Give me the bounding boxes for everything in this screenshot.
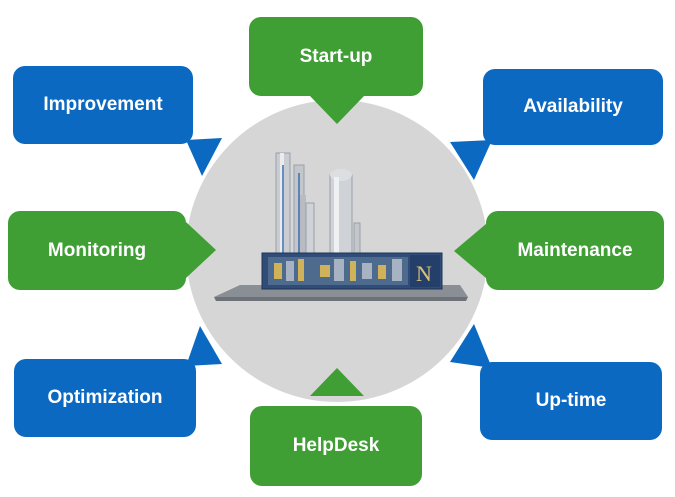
node-maintenance-label: Maintenance: [517, 239, 633, 261]
node-monitoring-label: Monitoring: [47, 239, 147, 261]
industrial-plant-illustration: N: [214, 152, 468, 301]
node-startup-label: Start-up: [299, 45, 373, 67]
node-optimization: Optimization: [14, 359, 196, 437]
node-maintenance: Maintenance: [486, 211, 664, 290]
node-uptime: Up-time: [480, 362, 662, 440]
node-startup: Start-up: [249, 17, 423, 96]
arrow-helpdesk: [310, 368, 364, 396]
arrow-startup: [310, 96, 364, 124]
arrow-optimization: [186, 326, 222, 366]
arrow-improvement: [186, 138, 222, 176]
arrow-availability: [450, 140, 492, 180]
arrow-maintenance: [454, 224, 486, 278]
node-improvement-label: Improvement: [43, 94, 163, 115]
node-helpdesk-label: HelpDesk: [292, 435, 380, 456]
node-monitoring: Monitoring: [8, 211, 186, 290]
node-availability-label: Availability: [523, 96, 623, 117]
node-optimization-label: Optimization: [47, 387, 163, 408]
plant-logo-letter: N: [416, 261, 432, 286]
arrow-monitoring: [186, 222, 216, 278]
node-improvement: Improvement: [13, 66, 193, 144]
arrow-uptime: [450, 324, 492, 368]
node-availability: Availability: [483, 69, 663, 145]
node-helpdesk: HelpDesk: [250, 406, 422, 486]
node-uptime-label: Up-time: [535, 390, 607, 411]
